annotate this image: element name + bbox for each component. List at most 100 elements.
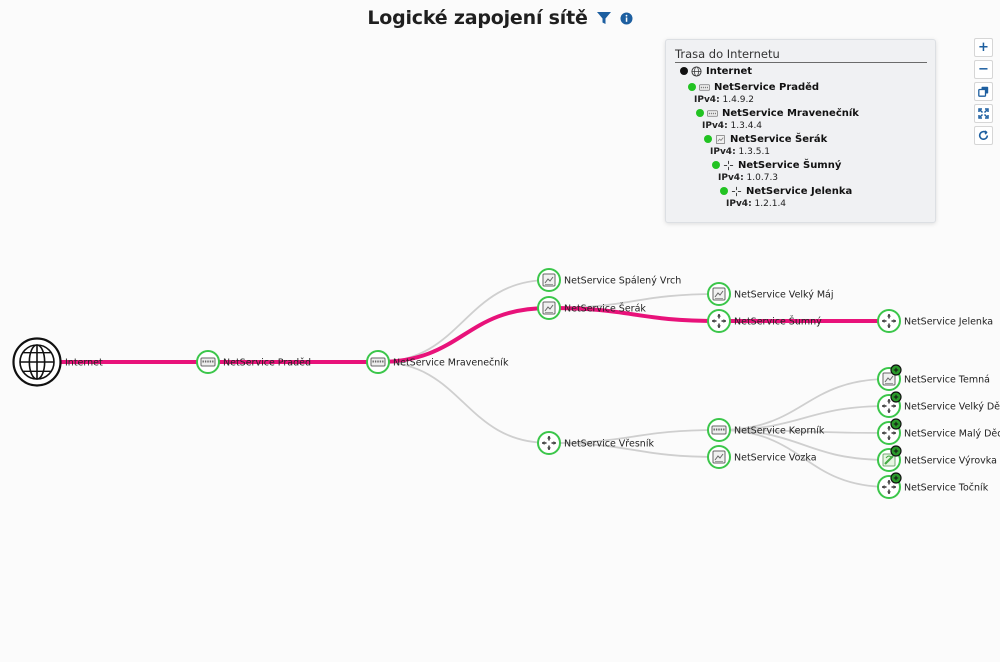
node-ring bbox=[877, 309, 901, 333]
node-serak[interactable]: NetService Šerák bbox=[537, 296, 646, 320]
router-icon bbox=[716, 134, 725, 144]
node-velkyded[interactable]: NetService Velký Děd bbox=[877, 391, 1000, 418]
globe-icon bbox=[12, 337, 62, 387]
switch-icon bbox=[711, 425, 727, 435]
wireless-ap-icon bbox=[882, 314, 896, 328]
node-label: NetService Vřesník bbox=[564, 439, 654, 450]
filter-icon[interactable] bbox=[596, 10, 612, 26]
switch-icon bbox=[699, 83, 710, 91]
node-label: NetService Keprník bbox=[734, 426, 825, 437]
status-dot bbox=[704, 135, 712, 143]
route-hop-name: NetService Šumný bbox=[738, 159, 842, 171]
edge bbox=[377, 279, 550, 363]
refresh-icon bbox=[978, 130, 989, 141]
route-hop-name: NetService Praděd bbox=[714, 81, 820, 93]
node-keprnik[interactable]: NetService Keprník bbox=[707, 418, 825, 442]
node-label: NetService Šumný bbox=[734, 316, 822, 328]
route-panel-divider bbox=[675, 62, 927, 63]
zoom-out-button[interactable]: − bbox=[974, 60, 993, 79]
node-sumny[interactable]: NetService Šumný bbox=[707, 309, 822, 333]
refresh-button[interactable] bbox=[974, 126, 993, 145]
switch-icon bbox=[707, 109, 718, 117]
route-hop-name: NetService Mravenečník bbox=[722, 107, 859, 119]
wireless-ap-icon bbox=[882, 399, 896, 413]
router-icon bbox=[712, 450, 726, 464]
title-bar: Logické zapojení sítě bbox=[0, 4, 1000, 32]
router-icon bbox=[882, 372, 896, 386]
router-icon bbox=[542, 273, 556, 287]
zoom-in-button[interactable]: + bbox=[974, 38, 993, 57]
node-vozka[interactable]: NetService Vozka bbox=[707, 445, 817, 469]
node-label: Internet bbox=[65, 358, 103, 369]
zoom-in-icon: + bbox=[978, 40, 989, 55]
status-dot bbox=[680, 67, 688, 75]
route-hop-ip: IPv4: 1.2.1.4 bbox=[726, 198, 852, 210]
ip-label: IPv4: bbox=[726, 199, 752, 209]
node-vresnik[interactable]: NetService Vřesník bbox=[537, 431, 654, 455]
router-icon bbox=[542, 301, 556, 315]
route-hop-name: Internet bbox=[706, 65, 753, 77]
wireless-ap-icon bbox=[882, 426, 896, 440]
node-label: NetService Točník bbox=[904, 483, 989, 494]
route-hop-ip: IPv4: 1.3.4.4 bbox=[702, 120, 859, 132]
node-malyded[interactable]: NetService Malý Děd bbox=[877, 418, 1000, 445]
node-label: NetService Vozka bbox=[734, 453, 817, 464]
ip-label: IPv4: bbox=[702, 121, 728, 131]
node-mravenecnik[interactable]: NetService Mravenečník bbox=[366, 350, 509, 374]
fit-view-icon bbox=[978, 108, 989, 119]
route-panel-title: Trasa do Internetu bbox=[675, 47, 780, 61]
copy-button[interactable] bbox=[974, 82, 993, 101]
node-tocnik[interactable]: NetService Točník bbox=[877, 472, 989, 499]
info-icon[interactable] bbox=[620, 12, 633, 25]
node-praded[interactable]: NetService Praděd bbox=[196, 350, 311, 374]
antenna-icon bbox=[882, 453, 896, 467]
status-dot bbox=[696, 109, 704, 117]
node-label: NetService Spálený Vrch bbox=[564, 276, 681, 287]
router-icon bbox=[712, 287, 726, 301]
node-spaleny[interactable]: NetService Spálený Vrch bbox=[537, 268, 681, 292]
node-internet[interactable]: Internet bbox=[12, 337, 103, 387]
route-hop-name: NetService Šerák bbox=[730, 133, 828, 145]
ip-label: IPv4: bbox=[710, 147, 736, 157]
edge bbox=[548, 429, 720, 444]
switch-icon bbox=[200, 357, 216, 367]
status-dot bbox=[720, 187, 728, 195]
node-temna[interactable]: NetService Temná bbox=[877, 364, 990, 391]
node-jelenka[interactable]: NetService Jelenka bbox=[877, 309, 993, 333]
wireless-ap-icon bbox=[712, 314, 726, 328]
node-label: NetService Malý Děd bbox=[904, 429, 1000, 440]
copy-icon bbox=[978, 86, 989, 97]
page-title: Logické zapojení sítě bbox=[367, 7, 588, 29]
wireless-ap-icon bbox=[723, 160, 734, 170]
zoom-controls: + − bbox=[974, 38, 994, 148]
ip-value: 1.2.1.4 bbox=[751, 199, 787, 209]
edge bbox=[718, 429, 890, 461]
zoom-out-icon: − bbox=[978, 62, 989, 77]
ip-label: IPv4: bbox=[718, 173, 744, 183]
switch-icon bbox=[370, 357, 386, 367]
fit-view-button[interactable] bbox=[974, 104, 993, 123]
ip-value: 1.4.9.2 bbox=[719, 95, 755, 105]
edge bbox=[548, 442, 720, 458]
wireless-ap-icon bbox=[882, 480, 896, 494]
node-velkymaj[interactable]: NetService Velký Máj bbox=[707, 282, 834, 306]
edge bbox=[718, 429, 890, 488]
node-label: NetService Mravenečník bbox=[393, 358, 509, 369]
wireless-ap-icon bbox=[731, 186, 742, 196]
node-vyrovka[interactable]: NetService Výrovka bbox=[877, 445, 997, 472]
edges-layer bbox=[35, 279, 891, 488]
route-edge bbox=[376, 306, 551, 364]
route-hop-ip: IPv4: 1.3.5.1 bbox=[710, 146, 827, 158]
ip-label: IPv4: bbox=[694, 95, 720, 105]
node-label: NetService Jelenka bbox=[904, 317, 993, 328]
node-label: NetService Temná bbox=[904, 375, 990, 386]
edge bbox=[718, 429, 890, 434]
node-ring bbox=[707, 309, 731, 333]
ip-value: 1.3.5.1 bbox=[735, 147, 771, 157]
route-hop-name: NetService Jelenka bbox=[746, 185, 853, 197]
